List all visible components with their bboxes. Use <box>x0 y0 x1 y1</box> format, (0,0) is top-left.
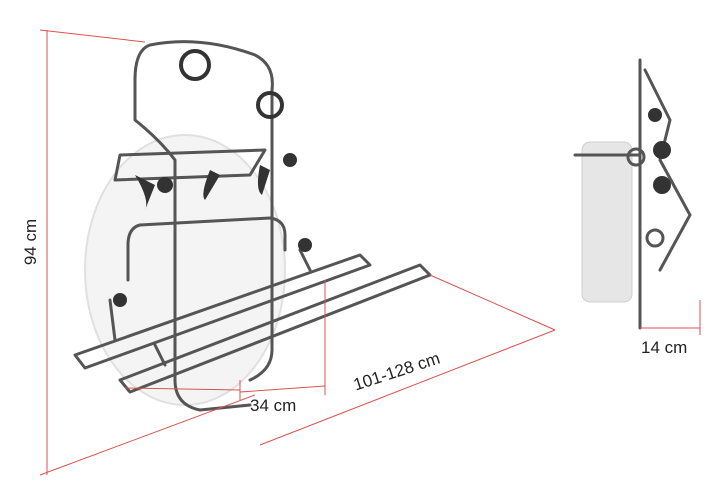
spare-wheel-side <box>581 141 633 303</box>
height-dimension-label: 94 cm <box>21 218 41 266</box>
bike-holders <box>113 49 312 307</box>
depth-dimension-label: 14 cm <box>641 338 688 357</box>
rack-frame-side <box>573 58 692 330</box>
bike-holders-side <box>648 108 671 194</box>
dimension-lines <box>39 29 701 476</box>
arm-spacing-dimension-label: 34 cm <box>250 396 297 415</box>
